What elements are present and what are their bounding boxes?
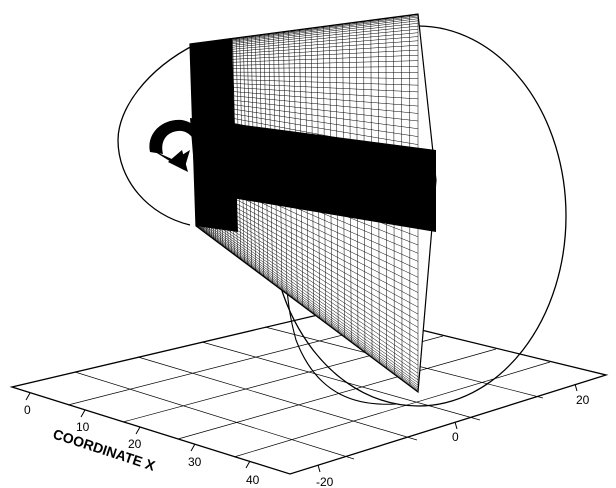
mesh-radial-line [195, 212, 419, 366]
x-tick-label-10: 10 [76, 420, 90, 434]
mesh-radial-line [195, 210, 419, 361]
x-axis-title: COORDINATE X [51, 426, 158, 474]
x-axis-tick-labels: 0 10 20 30 40 [24, 403, 260, 487]
mesh-radial-line [195, 214, 419, 370]
y-tick-label-0: 0 [452, 430, 459, 444]
mesh-radial-line [195, 219, 419, 381]
x-tick-label-40: 40 [246, 473, 260, 487]
rotation-arrow-icon [149, 119, 204, 172]
mesh-radial-line [195, 218, 419, 377]
mesh-dense-root [190, 38, 238, 232]
mesh-radial-line [195, 224, 419, 390]
x-tick-label-0: 0 [24, 403, 31, 417]
mesh-surface [189, 13, 437, 394]
y-tick-label-20: 20 [576, 393, 590, 407]
y-tick-label-neg20: -20 [316, 475, 334, 488]
mesh-dense-band [190, 118, 436, 232]
mesh-radial-line [195, 208, 419, 357]
y-axis-ticks [317, 383, 578, 473]
floor-outline [9, 309, 609, 475]
mesh-radial-line [195, 225, 419, 392]
small-circle-left [117, 43, 197, 226]
x-axis-ticks [25, 392, 251, 469]
mesh-radial-line [195, 224, 419, 391]
mesh-radial-line [195, 221, 419, 383]
x-tick-label-20: 20 [128, 437, 142, 451]
x-tick-label-30: 30 [188, 455, 202, 469]
mesh-radial-line [195, 223, 419, 388]
y-axis-tick-labels: -20 0 20 [316, 393, 590, 488]
mesh-radial-line [195, 216, 419, 374]
mesh-radial-line [195, 222, 419, 386]
